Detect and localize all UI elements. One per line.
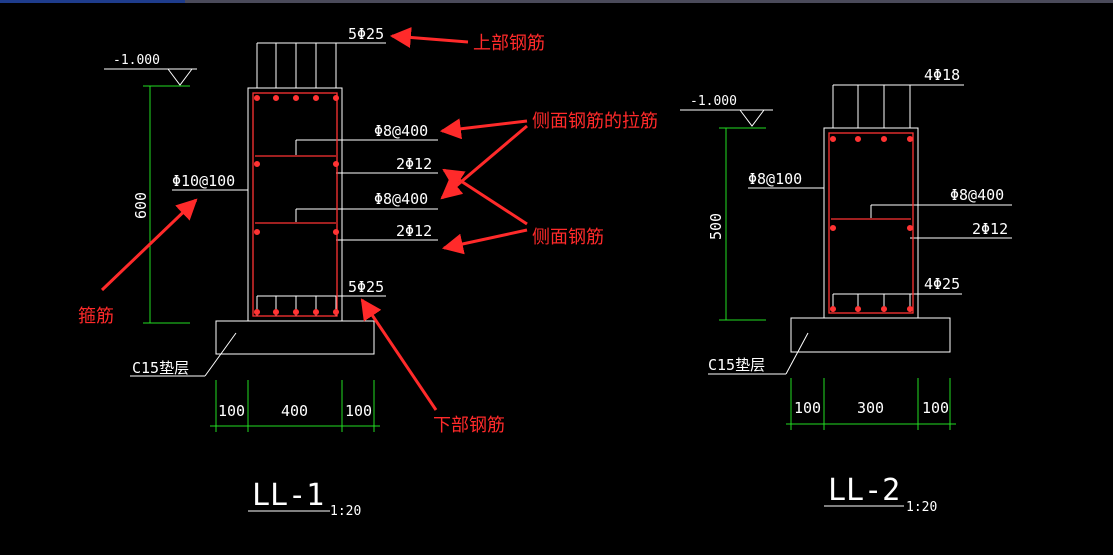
ll1-stirrup-label: Φ10@100 [172,172,235,190]
ll1-bedding-label: C15垫层 [132,359,189,377]
ll2-section [680,84,1012,375]
ll1-dimensions [143,85,380,432]
ll2-top-bars-label: 4Φ18 [924,66,960,84]
ll2-rebar [828,132,914,314]
ll2-height-label: 500 [707,213,725,240]
ll1-height-label: 600 [132,192,150,219]
ll2-dim-left: 100 [794,399,821,417]
ll2-bedding-label: C15垫层 [708,356,765,374]
ll1-side-upper-label: 2Φ12 [396,155,432,173]
annotation-side-rebar: 侧面钢筋 [532,227,604,248]
ll1-top-bars-label: 5Φ25 [348,25,384,43]
ll1-bottom-bars-label: 5Φ25 [348,278,384,296]
ll2-scale: 1:20 [906,500,937,515]
annotation-arrows [100,27,528,411]
ll2-bottom-bars-label: 4Φ25 [924,275,960,293]
annotation-side-tie: 侧面钢筋的拉筋 [532,111,658,132]
ll1-tie-lower-label: Φ8@400 [374,190,428,208]
ll1-rebar [252,92,340,317]
ll2-title: LL-2 [828,473,900,508]
ll1-dim-right: 100 [345,402,372,420]
ll2-dim-right: 100 [922,399,949,417]
annotation-stirrup: 箍筋 [78,306,114,327]
ll2-stirrup-label: Φ8@100 [748,170,802,188]
ll1-scale: 1:20 [330,504,361,519]
ll1-tie-upper-label: Φ8@400 [374,122,428,140]
ll2-dim-middle: 300 [857,399,884,417]
ll1-level-label: -1.000 [113,53,160,68]
annotation-bottom-rebar: 下部钢筋 [433,415,505,436]
ll1-dim-middle: 400 [281,402,308,420]
ll1-title: LL-1 [252,478,324,513]
ll1-side-lower-label: 2Φ12 [396,222,432,240]
ll2-tie-label: Φ8@400 [950,186,1004,204]
ll2-level-label: -1.000 [690,94,737,109]
ll2-side-label: 2Φ12 [972,220,1008,238]
ll2-dimensions [719,127,956,430]
ll1-dim-left: 100 [218,402,245,420]
annotation-top-rebar: 上部钢筋 [473,33,545,54]
